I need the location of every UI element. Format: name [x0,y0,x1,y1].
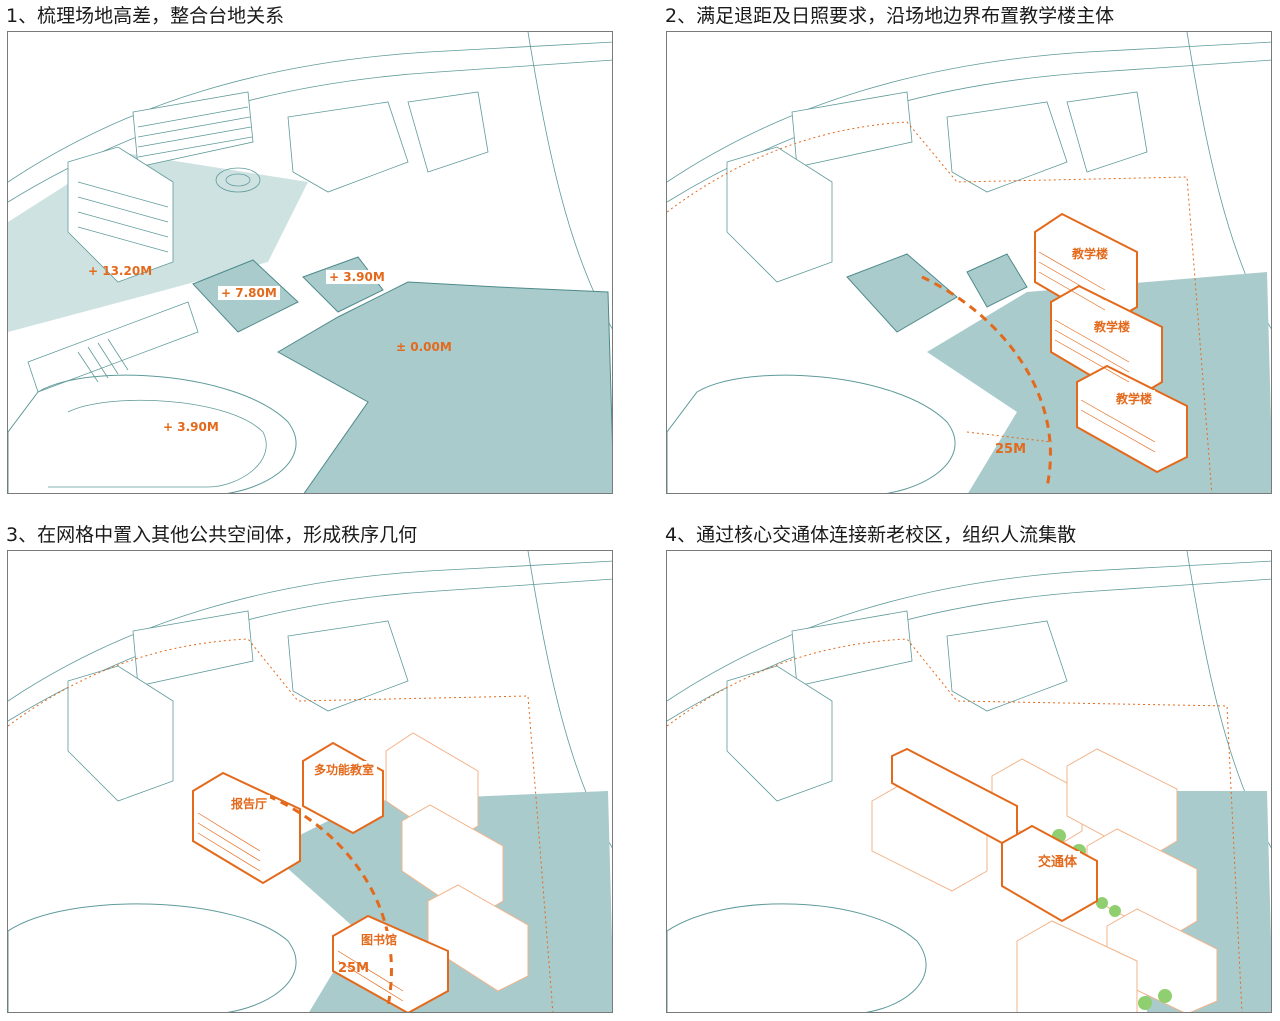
level-label-3m-upper: + 3.90M [326,270,388,284]
terrace-0m-area [276,281,612,493]
auditorium-label: 报告厅 [228,795,271,812]
circulation-core-block [1001,824,1098,923]
level-label-7m: + 7.80M [218,286,280,300]
auditorium-volume [192,771,301,885]
panel-3-title: 3、在网格中置入其他公共空间体，形成秩序几何 [6,524,418,546]
building-label-1: 教学楼 [1069,245,1112,262]
panel-1-diagram: + 13.20M + 7.80M + 3.90M ± 0.00M + 3.90M [7,31,613,494]
setback-label: 25M [995,442,1027,457]
panel-4-drawing [667,551,1271,1012]
site-terrace [846,253,958,333]
sports-track [667,903,927,1012]
building-label-3: 教学楼 [1113,390,1156,407]
redline-boundary [8,638,554,1012]
panel-2-diagram: 教学楼 教学楼 教学楼 25M [666,31,1272,494]
multi-purpose-room-volume [302,741,384,835]
setback-arc [921,275,1052,488]
panel-3-drawing [8,551,612,1012]
setback-arc [267,794,393,1007]
panel-2-drawing [667,32,1271,493]
panel-3-diagram: 多功能教室 报告厅 图书馆 25M [7,550,613,1013]
panel-4-title: 4、通过核心交通体连接新老校区，组织人流集散 [665,524,1077,546]
panel-1-title: 1、梳理场地高差，整合台地关系 [6,5,285,27]
circulation-core-label: 交通体 [1035,851,1081,870]
teaching-building-2 [1050,284,1163,402]
redline-boundary [667,638,1243,1012]
sports-track [8,903,297,1012]
panel-2-title: 2、满足退距及日照要求，沿场地边界布置教学楼主体 [665,5,1115,27]
setback-label: 25M [338,961,370,976]
sports-track [667,374,956,493]
building-label-2: 教学楼 [1091,318,1134,335]
level-label-3m-lower: + 3.90M [163,420,219,434]
panel-1-drawing [8,32,612,493]
multi-purpose-room-label: 多功能教室 [311,761,378,778]
level-label-0m: ± 0.00M [396,340,452,354]
panel-4-diagram: 交通体 [666,550,1272,1013]
redline-boundary [667,121,1213,493]
site-terrace [966,253,1028,308]
sports-track [8,374,297,493]
level-label-13m: + 13.20M [88,264,153,278]
library-label: 图书馆 [358,931,401,948]
teaching-building-3 [1076,364,1188,474]
